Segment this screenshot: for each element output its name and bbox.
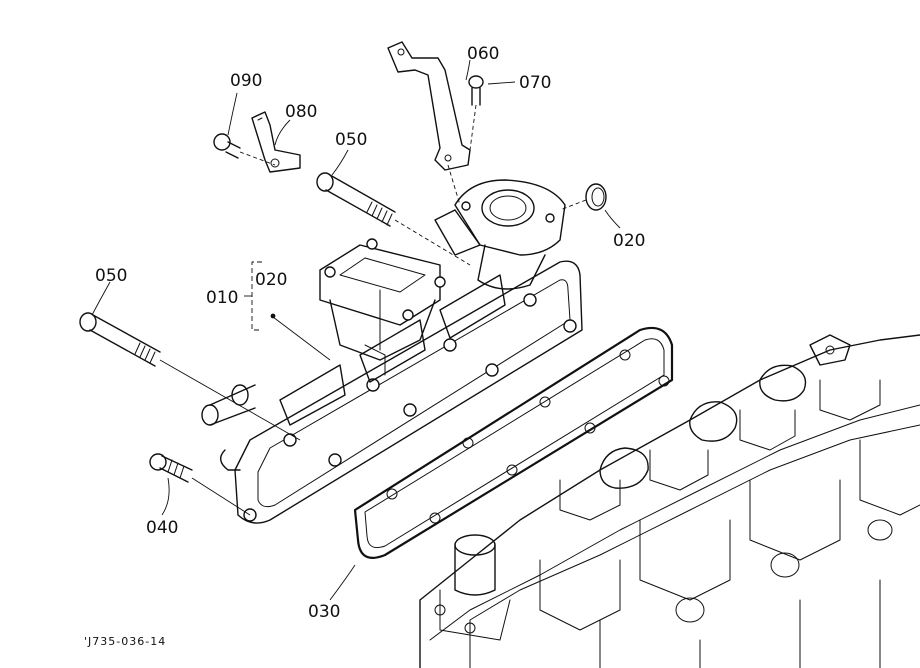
bolt-040 [149, 453, 251, 516]
callout-090: 090 [230, 71, 262, 91]
pipe-bracket-060 [387, 41, 471, 206]
leader-lines [91, 59, 621, 601]
bolt-050-upper [316, 172, 471, 266]
bolt-050-left [79, 312, 301, 441]
callout-050-top: 050 [335, 130, 367, 150]
intake-gasket-030 [353, 326, 674, 559]
bolt-090 [213, 133, 276, 166]
callout-010: 010 [206, 288, 238, 308]
callout-060: 060 [467, 44, 499, 64]
bolt-070 [468, 75, 484, 151]
o-ring-020 [559, 183, 607, 211]
callout-080: 080 [285, 102, 317, 122]
callout-050-left: 050 [95, 266, 127, 286]
cylinder-head [419, 334, 920, 668]
figure-code: 'J735-036-14 [84, 635, 166, 648]
callout-labels: 090 080 050 060 070 020 020 010 050 040 … [84, 44, 645, 648]
callout-020-ring: 020 [613, 231, 645, 251]
callout-030: 030 [308, 602, 340, 622]
callout-070: 070 [519, 73, 551, 93]
intake-manifold-010 [201, 179, 583, 524]
callout-020-bracket: 020 [255, 270, 287, 290]
callout-040: 040 [146, 518, 178, 538]
bracket-080 [251, 111, 301, 173]
